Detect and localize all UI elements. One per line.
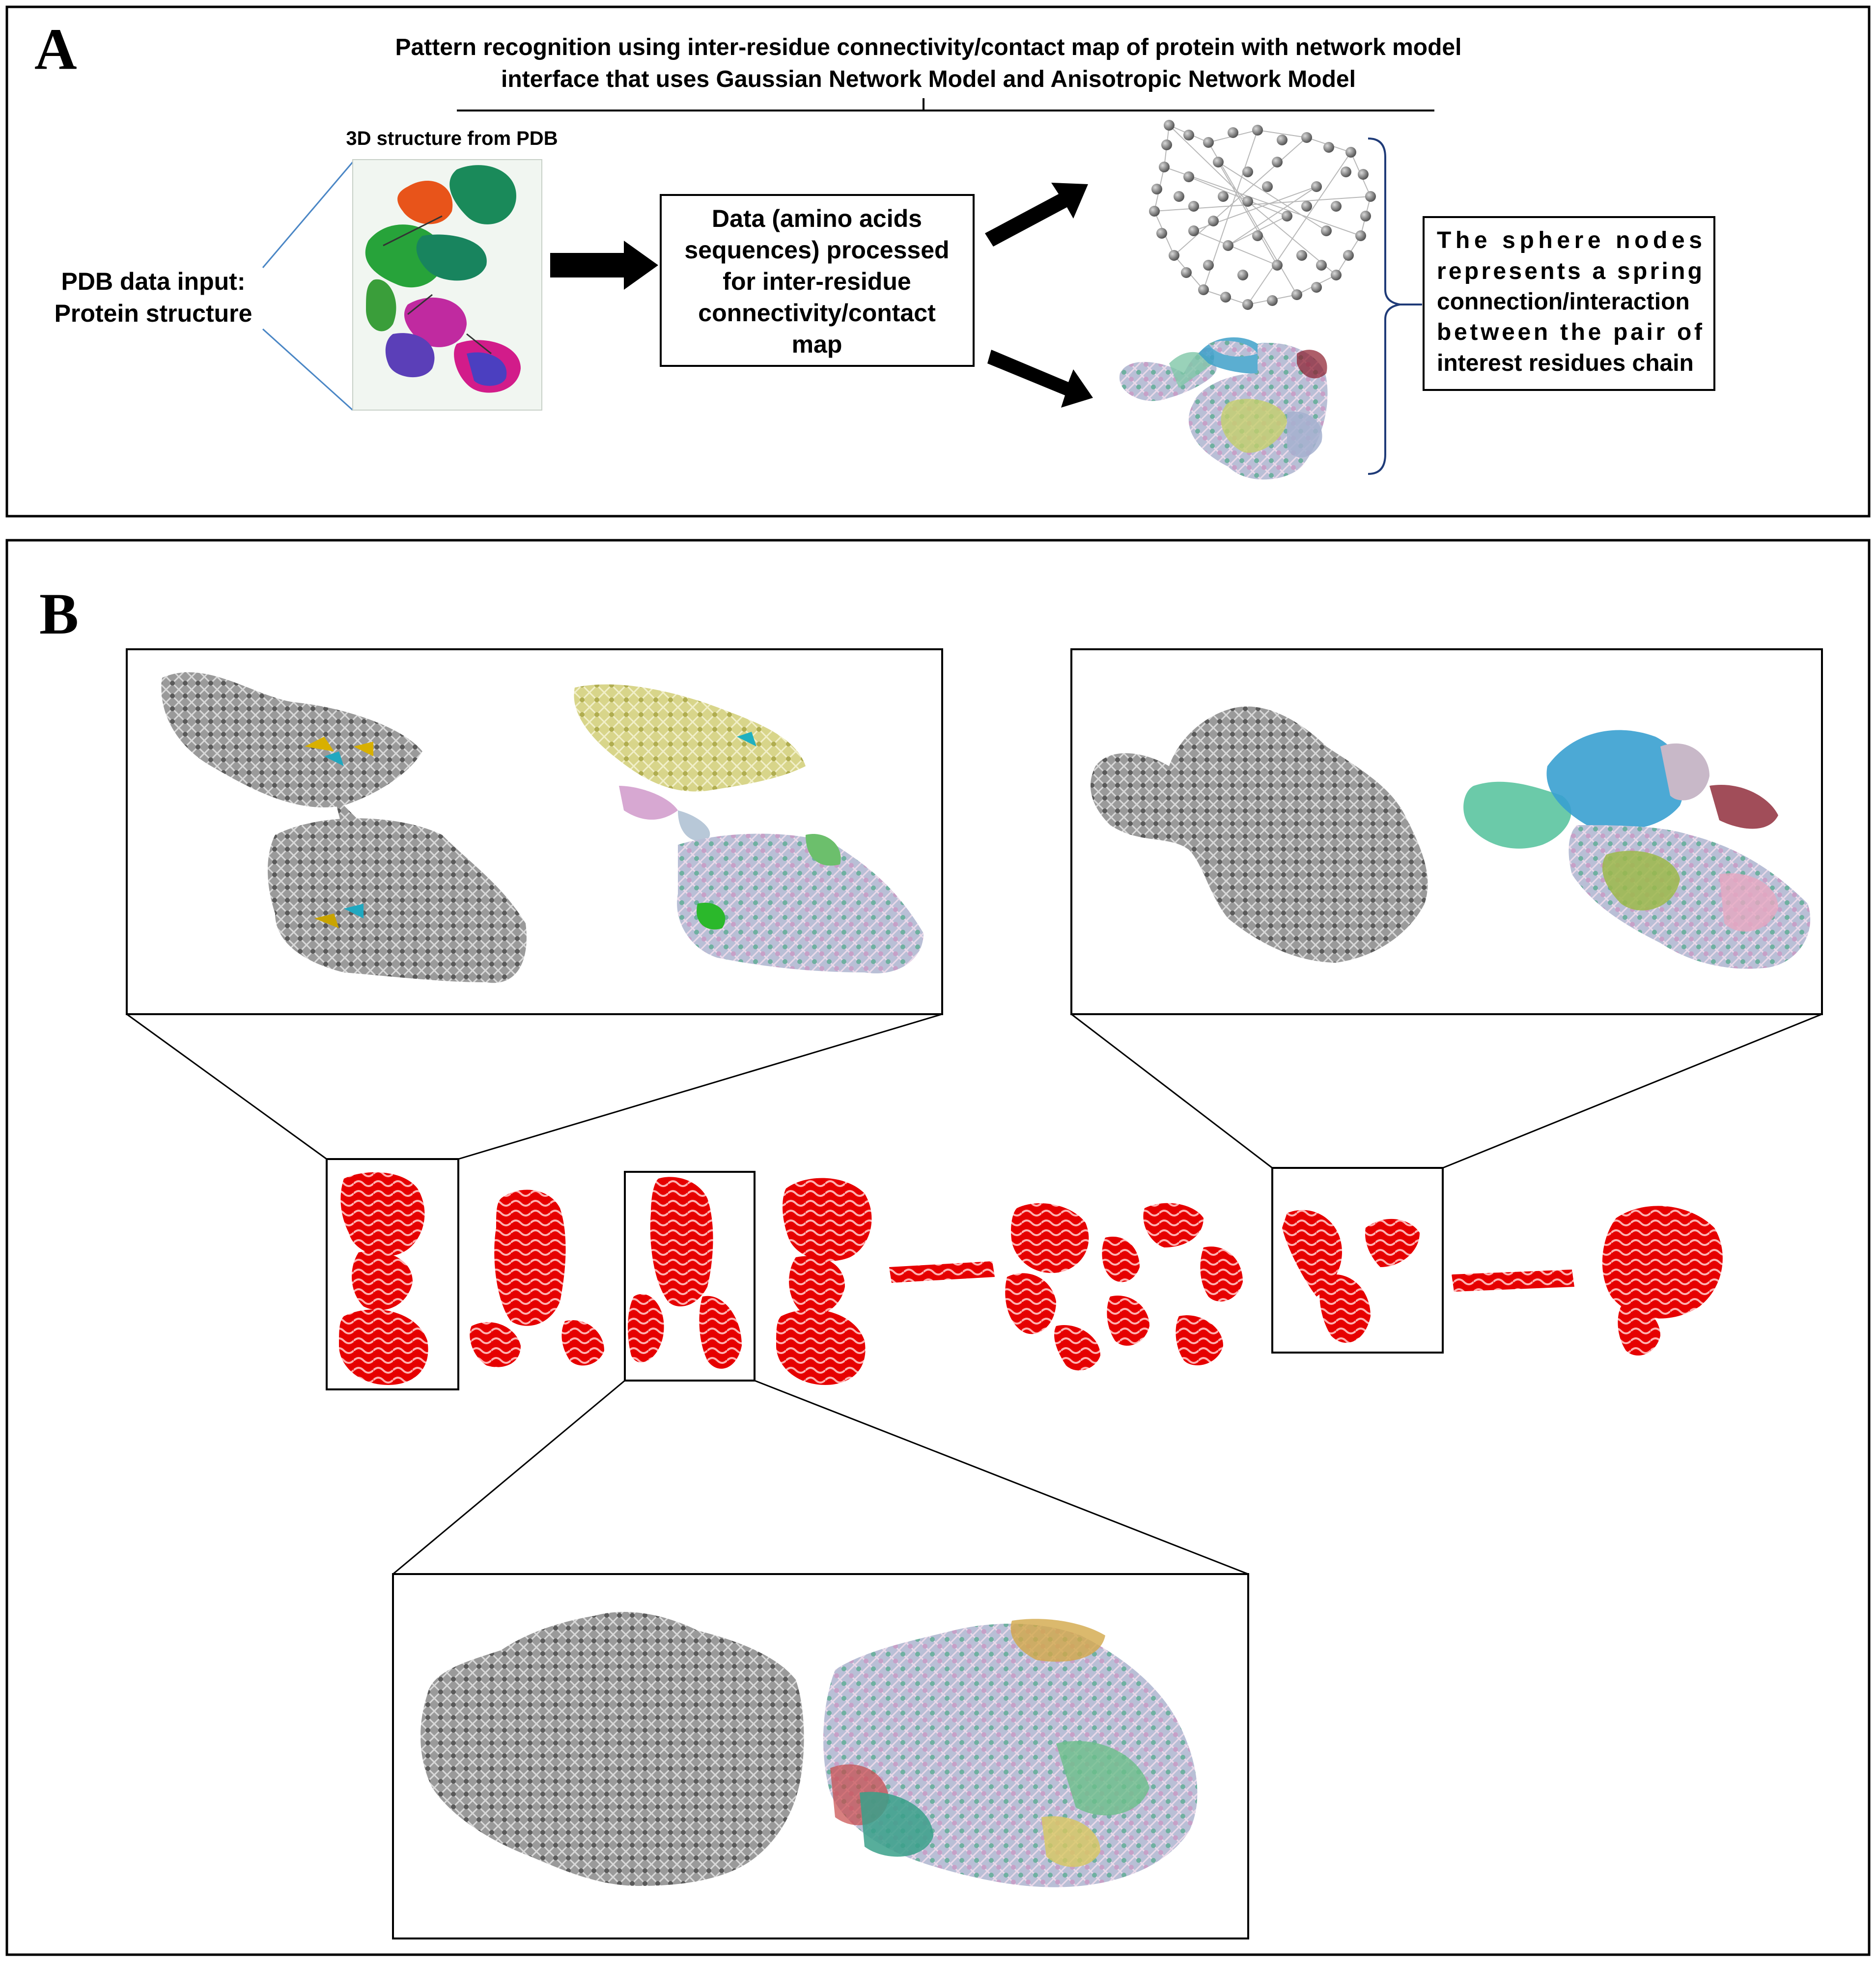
arrow-to-gnm (985, 183, 1088, 247)
zoom-lines (262, 162, 354, 411)
arrow-to-processing (550, 241, 658, 290)
processing-text-line2: sequences) processed (684, 236, 949, 264)
inset-bottom-gray-network (420, 1611, 804, 1886)
inset-top-left-colored-networks (574, 684, 924, 973)
panel-a-title-line1: Pattern recognition using inter-residue … (395, 34, 1462, 60)
result-text-line5: interest residues chain (1437, 350, 1694, 376)
inset-bottom-colored-network (823, 1619, 1198, 1887)
processing-box (660, 194, 975, 367)
protein-structure-3 (628, 1177, 742, 1369)
processing-text-line1: Data (amino acids (712, 205, 922, 232)
inset-top-left-gray-networks (161, 672, 527, 983)
panel-b-frame (5, 539, 1871, 1956)
pdb-structure-image (352, 159, 542, 411)
result-text-line1: The sphere nodes (1437, 227, 1702, 253)
inset-top-right-gray-network (1091, 706, 1428, 963)
protein-structure-2 (470, 1190, 604, 1367)
arrow-to-anm (987, 350, 1093, 408)
pdb-input-line1: PDB data input: (61, 268, 246, 295)
protein-structure-1 (339, 1172, 428, 1385)
structure-1-highlight-box (326, 1158, 459, 1390)
protein-structure-5-fibril (889, 1261, 995, 1283)
title-bracket (457, 98, 1434, 111)
gnm-network-graph (1149, 120, 1376, 310)
panel-b-letter: B (39, 581, 79, 646)
protein-structure-4 (776, 1178, 872, 1385)
zoom-connector-lines (126, 1013, 1822, 1575)
panel-a-letter: A (34, 16, 77, 82)
result-box (1423, 216, 1715, 391)
curly-bracket (1368, 138, 1400, 475)
structure-3-highlight-box (624, 1171, 756, 1382)
protein-structure-7-ring (1102, 1203, 1243, 1365)
anm-network-graph (1119, 337, 1328, 480)
processing-text-line5: map (792, 331, 842, 358)
processing-text-line3: for inter-residue (723, 268, 911, 295)
panel-a-frame (5, 5, 1871, 518)
result-text-line2: represents a spring (1437, 258, 1702, 284)
pdb-caption: 3D structure from PDB (346, 128, 558, 149)
pdb-input-line2: Protein structure (55, 300, 252, 327)
protein-structure-9-fibril (1452, 1270, 1574, 1292)
protein-structure-10 (1602, 1206, 1723, 1356)
processing-text-line4: connectivity/contact (698, 299, 936, 327)
inset-top-right-colored-network (1463, 730, 1811, 969)
result-text-line3: connection/interaction (1437, 289, 1690, 315)
protein-structure-8 (1282, 1210, 1420, 1343)
panel-a-title-line2: interface that uses Gaussian Network Mod… (501, 66, 1356, 92)
protein-structure-6 (1005, 1203, 1100, 1371)
structure-8-highlight-box (1271, 1167, 1444, 1354)
